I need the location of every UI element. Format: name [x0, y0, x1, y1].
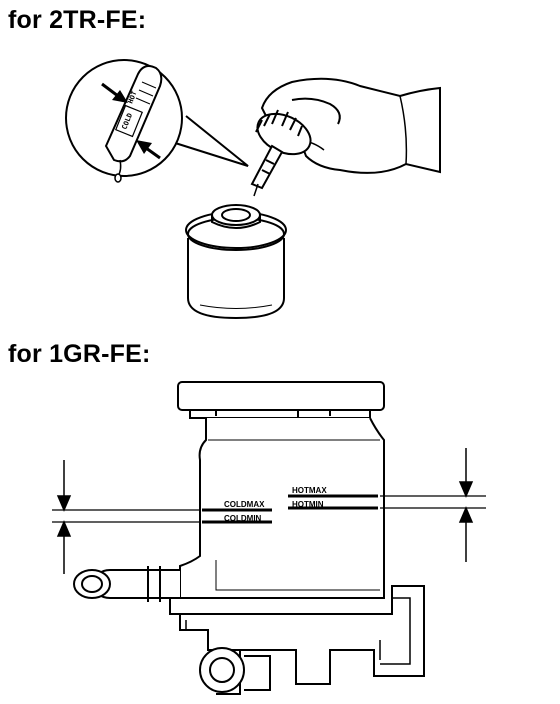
label-hot-min: HOTMIN [292, 500, 324, 509]
level-extension-lines [52, 495, 486, 523]
reservoir-2tr-fe [185, 204, 287, 320]
heading-1gr-fe: for 1GR-FE: [8, 340, 151, 368]
pointer-arrow-lower [136, 140, 161, 160]
heading-2tr-fe: for 2TR-FE: [8, 6, 147, 34]
hot-range-arrows [458, 448, 474, 562]
label-cold-min: COLDMIN [224, 514, 262, 523]
reservoir-1gr-fe [73, 381, 425, 695]
label-hot-max: HOTMAX [292, 486, 327, 495]
reservoir-cap [255, 109, 312, 156]
pointer-arrow-upper [101, 82, 128, 103]
dipstick [250, 144, 284, 197]
magnified-callout: HOT COLD [65, 59, 249, 183]
cold-range-arrows [56, 460, 72, 574]
label-cold-max: COLDMAX [224, 500, 265, 509]
